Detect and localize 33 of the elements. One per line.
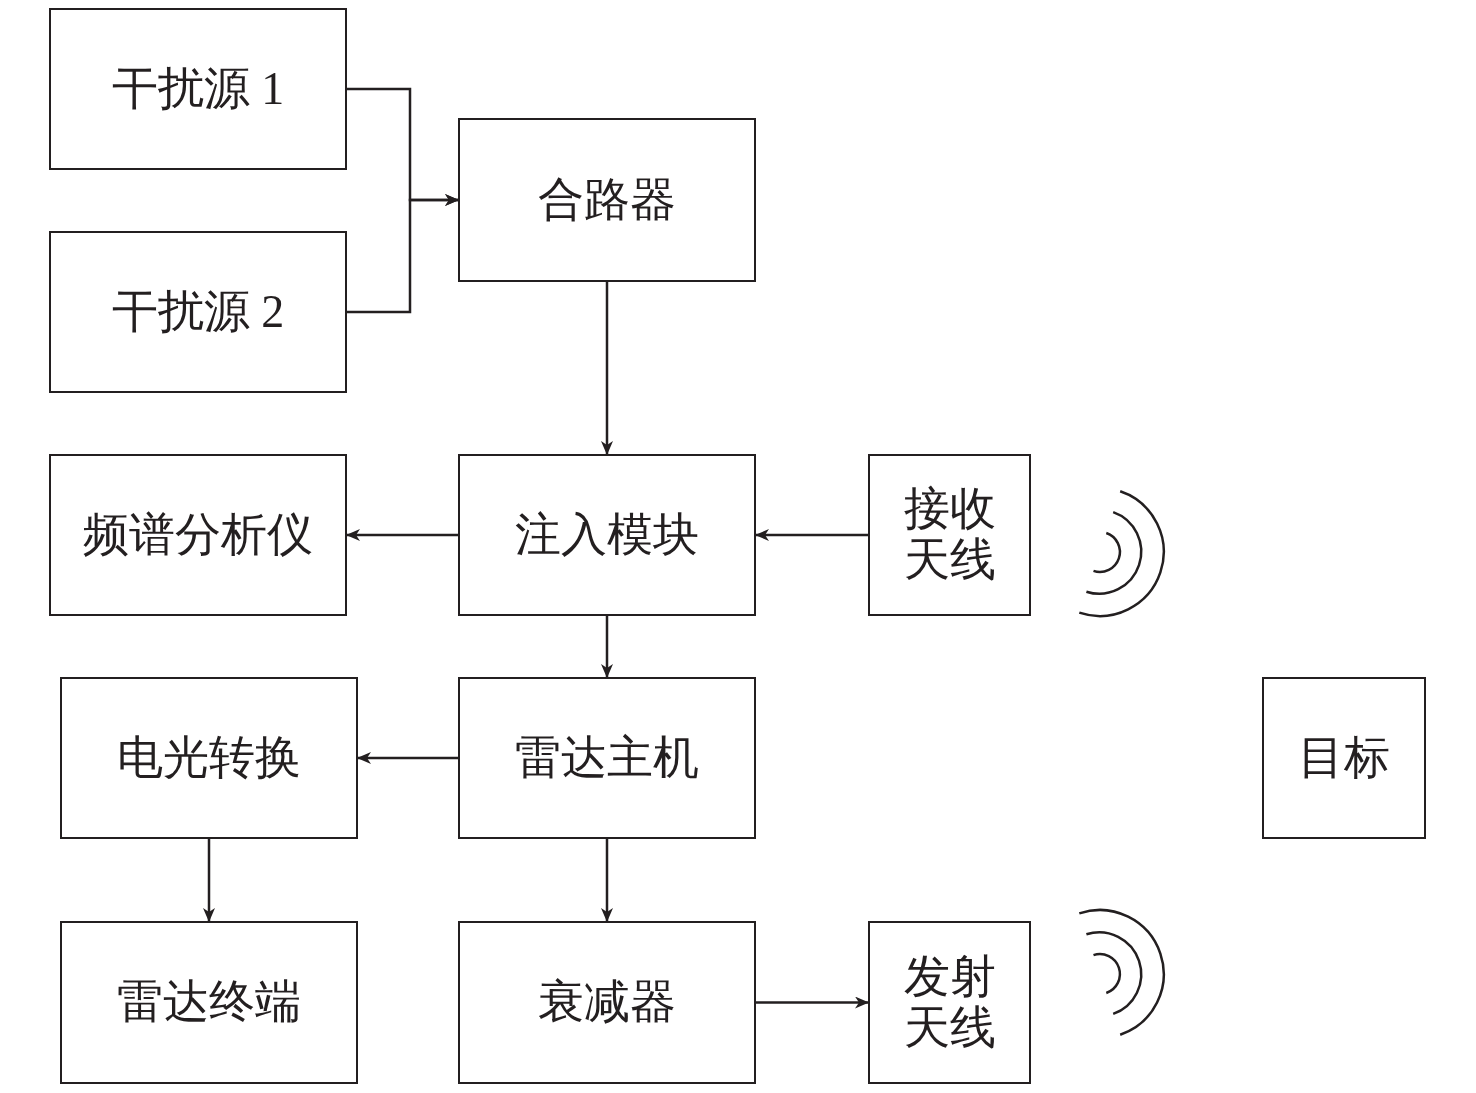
process-box	[458, 677, 756, 839]
arrow	[347, 194, 459, 314]
arrow	[357, 752, 458, 764]
arrow	[756, 996, 869, 1009]
process-box	[1262, 677, 1426, 839]
box-label: 干扰源 2	[111, 285, 285, 339]
process-box	[868, 921, 1031, 1084]
arrow	[203, 839, 215, 922]
box-label: 合路器	[538, 173, 676, 227]
box-label: 注入模块	[515, 508, 699, 562]
arrow	[601, 839, 613, 922]
box-label: 电光转换	[117, 731, 301, 785]
arrow	[601, 616, 613, 678]
process-box	[49, 8, 347, 170]
box-label: 发射天线	[902, 951, 997, 1054]
arrow	[755, 529, 868, 541]
box-label: 衰减器	[538, 976, 676, 1029]
process-box	[458, 921, 756, 1084]
box-label: 干扰源 1	[111, 62, 285, 116]
process-box	[60, 677, 358, 839]
box-label: 接收天线	[902, 484, 997, 586]
process-box	[868, 454, 1031, 616]
arrow	[601, 282, 613, 455]
arrow	[346, 529, 458, 541]
process-box	[49, 231, 347, 393]
process-box	[60, 921, 358, 1084]
box-label: 雷达终端	[117, 976, 301, 1029]
process-box	[458, 118, 756, 282]
process-box	[458, 454, 756, 616]
process-box	[49, 454, 347, 616]
box-label: 目标	[1298, 731, 1390, 785]
box-label: 频谱分析仪	[83, 508, 313, 562]
box-label: 雷达主机	[515, 731, 699, 785]
